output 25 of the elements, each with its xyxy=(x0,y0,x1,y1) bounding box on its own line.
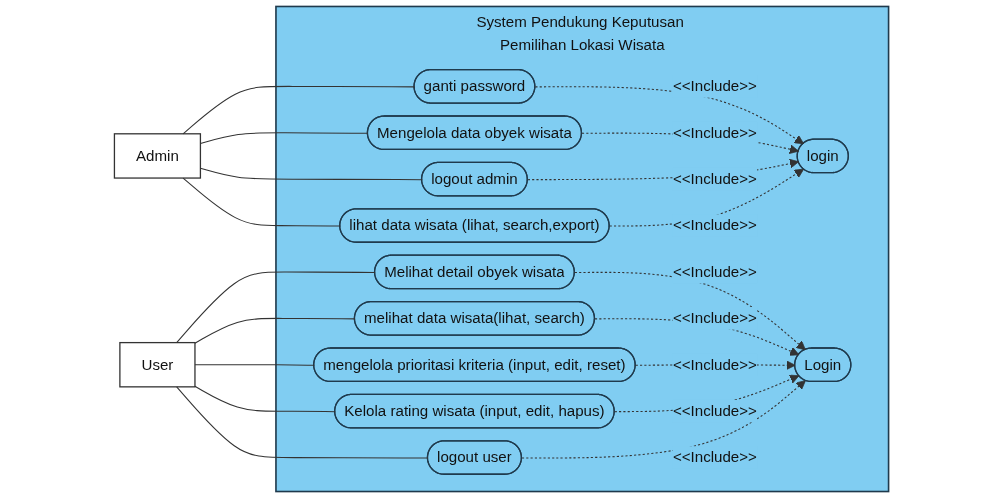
association-line xyxy=(176,386,429,459)
use-case-oval: melihat data wisata(lihat, search) xyxy=(353,300,596,336)
use-case-oval: Mengelola data obyek wisata xyxy=(366,115,583,151)
association-line xyxy=(176,271,376,344)
association-line xyxy=(182,177,341,227)
actor-box: User xyxy=(119,341,196,388)
include-arrow xyxy=(521,380,806,459)
use-case-oval: Kelola rating wisata (input, edit, hapus) xyxy=(334,393,615,429)
use-case-oval: logout admin xyxy=(420,161,528,197)
actor-box: Admin xyxy=(113,133,202,179)
use-case-oval: Melihat detail obyek wisata xyxy=(373,254,575,290)
use-case-oval: lihat data wisata (lihat, search,export) xyxy=(339,208,610,243)
edge-label: <<Include>> xyxy=(672,307,757,330)
association-line xyxy=(194,364,315,366)
include-arrow xyxy=(534,86,805,145)
association-line xyxy=(182,85,416,135)
association-line xyxy=(199,167,423,181)
use-case-oval: mengelola prioritasi kriteria (input, edit, reset) xyxy=(313,347,636,383)
use-case-oval: ganti password xyxy=(413,68,536,104)
include-arrow xyxy=(574,271,806,351)
association-line xyxy=(199,132,369,145)
association-line xyxy=(194,385,336,413)
edge-label: <<Include>> xyxy=(672,399,757,423)
use-case-oval: logout user xyxy=(426,440,523,475)
association-line xyxy=(194,317,356,344)
